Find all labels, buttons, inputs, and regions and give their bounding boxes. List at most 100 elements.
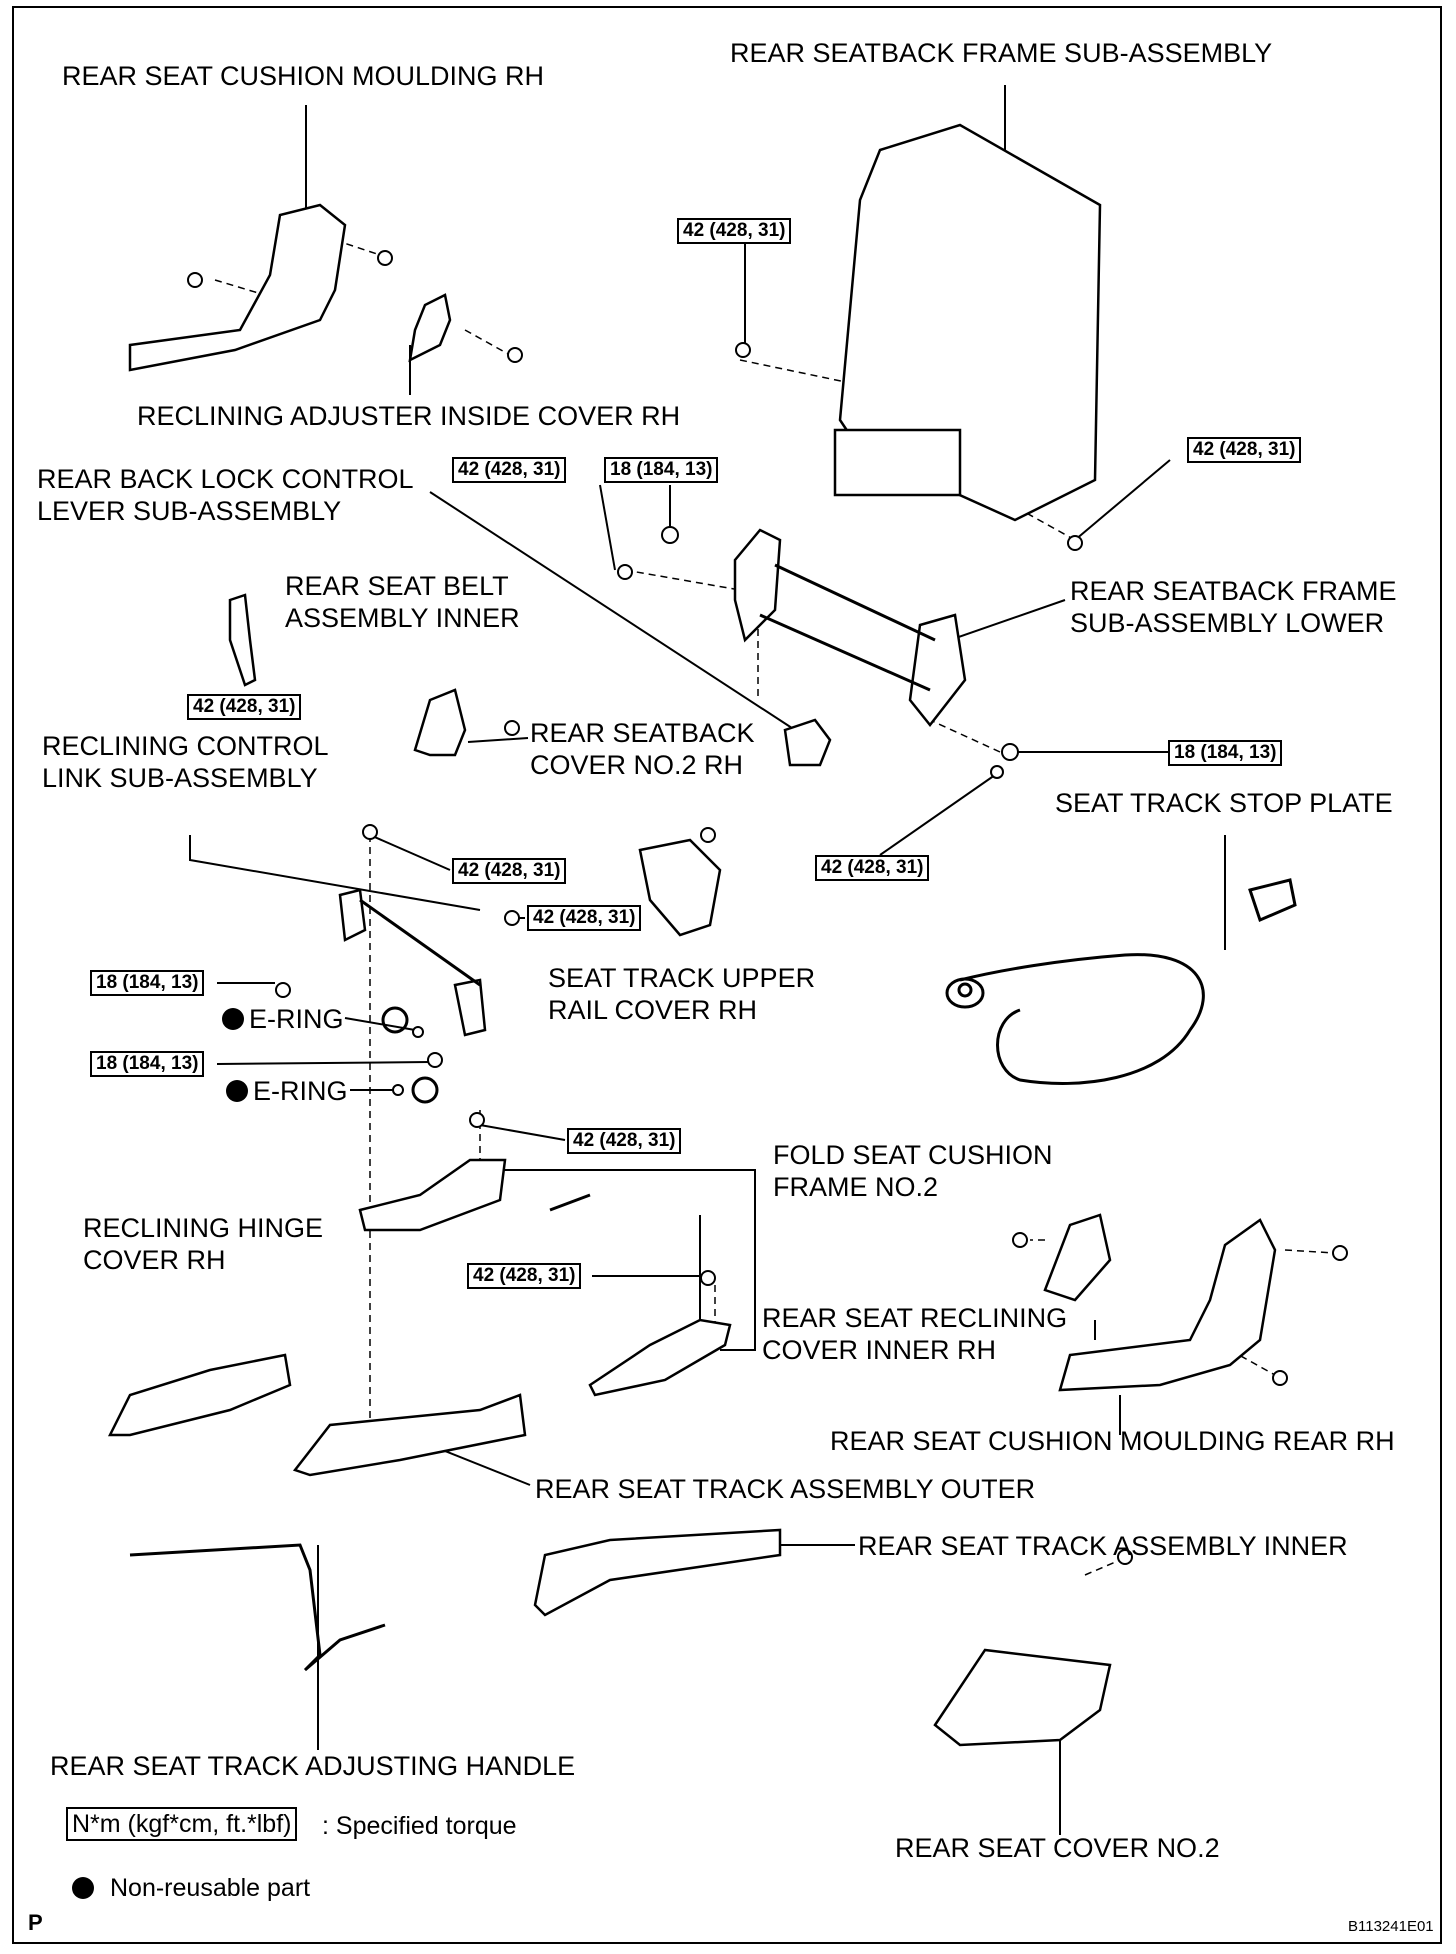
nut-fold-frame-2 (700, 1270, 716, 1286)
nut-lower-frame (661, 526, 679, 544)
part-rear-seat-cover-no2 (933, 1648, 1112, 1747)
part-lower-frame-rod-2 (759, 613, 931, 692)
label-reclining-link-2: LINK SUB-ASSEMBLY (42, 763, 318, 793)
part-upper-rail-cover (638, 838, 722, 937)
nonreusable-marker-1 (222, 1008, 244, 1030)
label-back-lock-lever-2: LEVER SUB-ASSEMBLY (37, 496, 342, 526)
label-seatback-cover-2: COVER NO.2 RH (530, 750, 744, 780)
e-ring-part-2 (392, 1084, 404, 1096)
part-cushion-moulding-rear-rh (1058, 1218, 1277, 1392)
part-lower-frame-rod-1 (774, 563, 936, 642)
part-track-inner (533, 1528, 782, 1617)
nut-reclining-link (362, 824, 378, 840)
part-lower-frame-right (908, 613, 967, 728)
leader-torque-t11 (216, 1061, 431, 1065)
bolt-reclining-link-2 (427, 1052, 443, 1068)
legend-nonreusable-marker (72, 1877, 94, 1899)
label-frame-lower-2: SUB-ASSEMBLY LOWER (1070, 608, 1385, 638)
part-reclining-hinge-cover (107, 1353, 292, 1437)
legend-nonreusable: Non-reusable part (110, 1874, 311, 1902)
leader-torque-t2 (1074, 459, 1171, 541)
bolt-seatback-2 (1067, 535, 1083, 551)
dashed-guide-rear-moulding-bolt-2 (1229, 1349, 1276, 1376)
leader-fold-frame (500, 1169, 756, 1351)
torque-box-seatback-left: 42 (428, 31) (677, 218, 792, 244)
label-frame-lower-1: REAR SEATBACK FRAME (1070, 576, 1397, 606)
label-moulding-rear: REAR SEAT CUSHION MOULDING REAR RH (830, 1426, 1395, 1456)
part-cable-end (957, 982, 973, 998)
legend-torque-box: N*m (kgf*cm, ft.*lbf) (66, 1807, 298, 1841)
label-track-inner: REAR SEAT TRACK ASSEMBLY INNER (858, 1531, 1348, 1561)
label-fold-frame-2: FRAME NO.2 (773, 1172, 939, 1202)
label-cushion-moulding-rh: REAR SEAT CUSHION MOULDING RH (62, 61, 545, 91)
nut-reclining-link-2 (504, 910, 520, 926)
leader-torque-t7 (879, 774, 996, 856)
label-seatback-cover-1: REAR SEATBACK (530, 718, 755, 748)
part-seatback-cover-no2 (413, 688, 467, 757)
part-lower-frame-left (733, 528, 782, 643)
dashed-guide-lower-nut (929, 719, 1001, 753)
part-cable-clip (945, 977, 985, 1009)
label-e-ring-2: E-RING (253, 1076, 348, 1106)
part-reclining-inner-cover (588, 1318, 732, 1397)
bolt-seatback-cover (504, 720, 520, 736)
part-adjuster-inside-cover (408, 293, 452, 363)
leader-torque-t12 (479, 1124, 566, 1141)
bolt-seatback-1 (735, 342, 751, 358)
label-adjusting-handle: REAR SEAT TRACK ADJUSTING HANDLE (50, 1751, 576, 1781)
torque-box-fold-nut-2: 42 (428, 31) (467, 1263, 582, 1289)
leader-frame-lower (949, 599, 1066, 641)
label-belt-inner-1: REAR SEAT BELT (285, 571, 509, 601)
part-seat-belt-inner (228, 593, 257, 687)
label-upper-rail-2: RAIL COVER RH (548, 995, 758, 1025)
footer-p-mark: P (28, 1910, 43, 1935)
part-reclining-link-right (453, 978, 487, 1037)
part-reclining-bracket (1043, 1213, 1112, 1302)
dashed-guide-rear-moulding-bolt (1284, 1249, 1336, 1254)
label-stop-plate: SEAT TRACK STOP PLATE (1055, 788, 1393, 818)
label-upper-rail-1: SEAT TRACK UPPER (548, 963, 816, 993)
bolt-moulding-rear-1 (1332, 1245, 1348, 1261)
torque-box-link-bolt: 18 (184, 13) (90, 970, 205, 996)
bolt-adjuster-cover (507, 347, 523, 363)
part-cushion-moulding-rh (128, 203, 347, 372)
label-hinge-cover-2: COVER RH (83, 1245, 226, 1275)
leader-reclining-link (189, 835, 481, 911)
torque-box-lower-bolt-2: 42 (428, 31) (815, 855, 930, 881)
torque-box-lower-nut-2: 18 (184, 13) (1168, 740, 1283, 766)
leader-seatback-cover (467, 737, 529, 743)
dashed-guide-cover-no2-bolt (1084, 1559, 1121, 1576)
label-hinge-cover-1: RECLINING HINGE (83, 1213, 324, 1243)
label-fold-frame-1: FOLD SEAT CUSHION (773, 1140, 1053, 1170)
leader-back-lock-lever (429, 491, 796, 731)
bolt-reclining-inner (1012, 1232, 1028, 1248)
bolt-upper-rail (700, 827, 716, 843)
part-stop-plate (1248, 878, 1297, 923)
dashed-guide-cover-bolt (464, 329, 511, 356)
bolt-reclining-link (275, 982, 291, 998)
torque-box-fold-nut: 42 (428, 31) (567, 1128, 682, 1154)
leader-torque-t3 (599, 484, 616, 571)
torque-box-link-nut: 42 (428, 31) (452, 858, 567, 884)
label-back-lock-lever-1: REAR BACK LOCK CONTROL (37, 464, 414, 494)
e-ring-part-1 (412, 1026, 424, 1038)
part-track-outer (292, 1393, 527, 1477)
label-reclining-link-1: RECLINING CONTROL (42, 731, 329, 761)
footer-figure-code: B113241E01 (1348, 1918, 1434, 1935)
label-reclining-adjuster-cover: RECLINING ADJUSTER INSIDE COVER RH (137, 401, 681, 431)
bolt-moulding-2 (377, 250, 393, 266)
part-adjusting-handle (129, 1543, 386, 1672)
bolt-moulding-rear-2 (1272, 1370, 1288, 1386)
part-fold-cushion-frame (358, 1158, 507, 1232)
diagram-frame (12, 6, 1442, 1944)
torque-box-seatback-right: 42 (428, 31) (1187, 437, 1302, 463)
label-belt-inner-2: ASSEMBLY INNER (285, 603, 520, 633)
label-cover-no2: REAR SEAT COVER NO.2 (895, 1833, 1220, 1863)
bolt-cover-no2 (1117, 1549, 1133, 1565)
torque-box-link-nut-2: 42 (428, 31) (527, 905, 642, 931)
part-spiral-spring-1 (381, 1006, 409, 1034)
part-reclining-link-left (338, 888, 367, 942)
part-stop-plate-cable (959, 953, 1205, 1085)
nut-lower-frame-2 (1001, 743, 1019, 761)
